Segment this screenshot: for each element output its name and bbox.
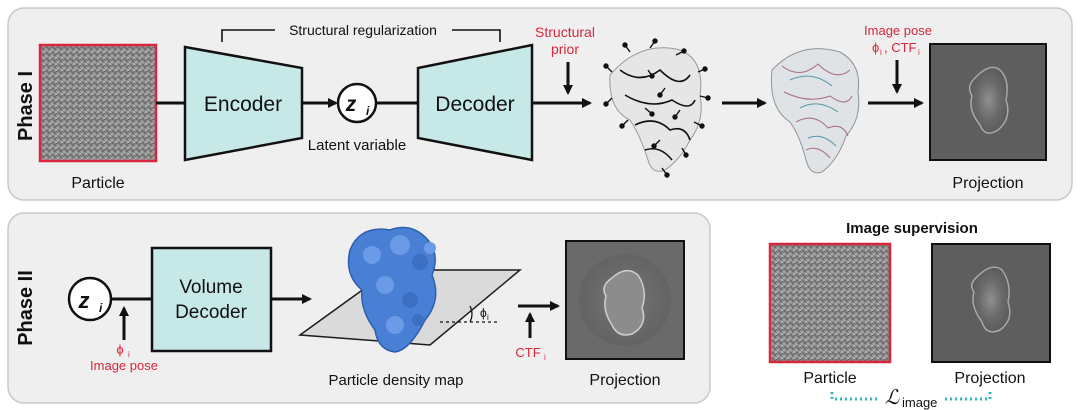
atomic-model-refined — [770, 48, 860, 174]
encoder-block — [183, 45, 304, 162]
pose-phi-sub: i — [880, 48, 882, 57]
phase1-projection-density — [968, 66, 1009, 134]
encoder-label: Encoder — [204, 93, 282, 116]
phase2-projection-density — [603, 269, 645, 336]
supervision-particle-image — [768, 242, 892, 364]
pose-ctf-sub: i — [918, 48, 920, 57]
volume-decoder-line1: Volume — [179, 277, 242, 298]
density-map-caption: Particle density map — [328, 372, 463, 389]
volume-decoder-block — [150, 246, 273, 353]
density-map — [347, 226, 437, 353]
supervision-projection-caption: Projection — [954, 370, 1025, 387]
volume-decoder-line2: Decoder — [175, 302, 247, 323]
phase2-latent-symbol: z — [78, 288, 90, 313]
pose-ctf-label: , CTF — [884, 40, 917, 55]
phase2-latent-node — [67, 276, 113, 322]
regularization-label: Structural regularization — [289, 22, 437, 38]
angle-phi-sub: i — [487, 313, 489, 322]
pose-phi-symbol: ϕ — [872, 40, 879, 55]
supervision-particle-caption: Particle — [803, 370, 856, 387]
phase1-projection-caption: Projection — [952, 175, 1023, 192]
loss-subscript: image — [902, 395, 937, 410]
phase1-latent-node — [336, 82, 378, 124]
phase1-label: Phase I — [15, 71, 37, 141]
image-supervision-title: Image supervision — [846, 220, 978, 237]
angle-arc — [469, 305, 473, 323]
phase2-ctf-sub: i — [544, 353, 546, 362]
phase2-phi-sub: i — [128, 350, 130, 359]
atomic-model-deformed — [603, 38, 711, 178]
image-pose-line2: ϕ i , CTF i — [872, 40, 920, 57]
decoder-block — [416, 43, 534, 162]
phase1-particle-image — [38, 43, 158, 163]
image-pose-line1: Image pose — [864, 23, 932, 38]
phase2-label: Phase II — [15, 270, 37, 346]
decoder-label: Decoder — [435, 93, 514, 116]
phase1-latent-sub: i — [366, 104, 370, 118]
phase1-particle-caption: Particle — [71, 175, 124, 192]
phase2-pose-caption: Image pose — [90, 358, 158, 373]
phase2-phi-symbol: ϕ — [116, 342, 123, 357]
loss-symbol: ℒ — [885, 387, 900, 409]
structural-prior-line1: Structural — [535, 24, 595, 40]
phase2-projection-caption: Projection — [589, 372, 660, 389]
structural-prior-line2: prior — [551, 41, 579, 57]
angle-phi-label: ϕ — [480, 306, 487, 320]
supervision-projection-density — [971, 266, 1011, 333]
loss-bracket-left — [830, 392, 878, 401]
regularization-bracket — [221, 29, 501, 42]
phase2-latent-sub: i — [99, 301, 103, 315]
loss-bracket-right — [945, 392, 992, 401]
phase2-ctf-label: CTF — [515, 345, 540, 360]
latent-variable-caption: Latent variable — [308, 137, 406, 154]
phase1-latent-symbol: z — [345, 93, 357, 116]
